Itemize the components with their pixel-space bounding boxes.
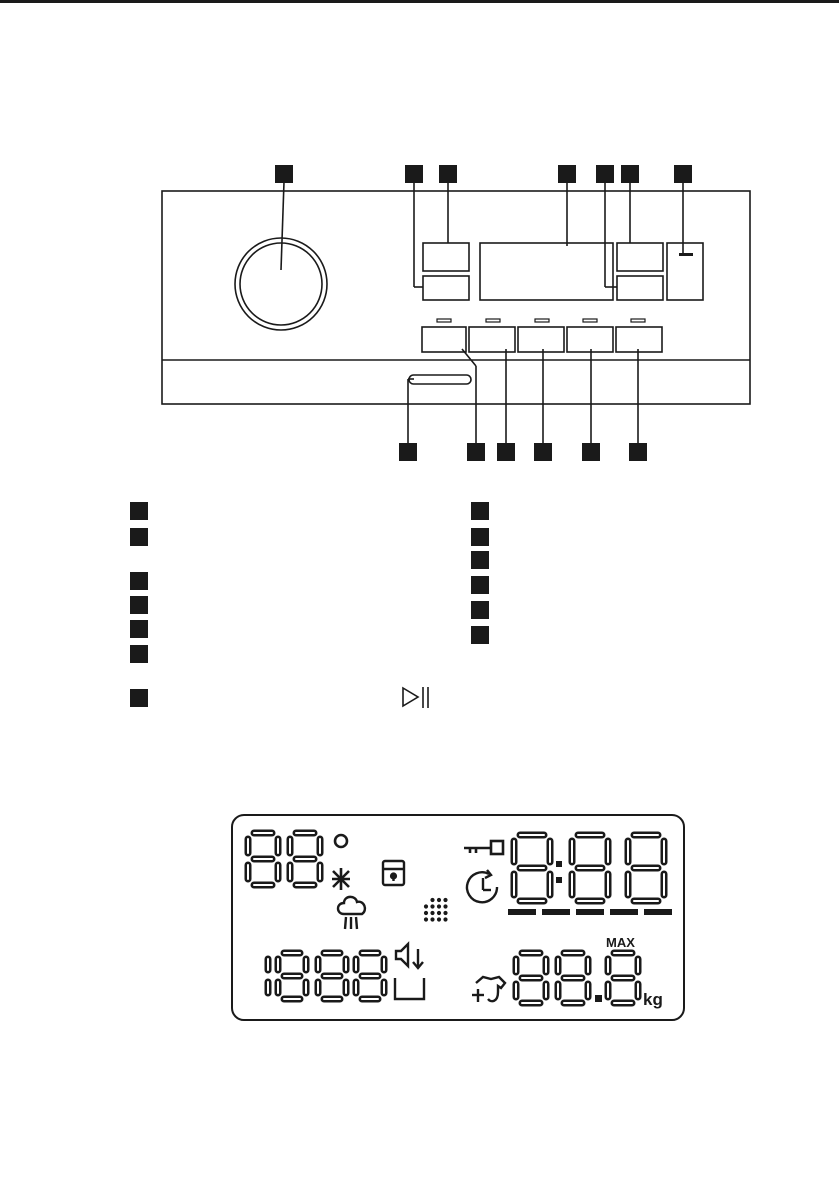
dot <box>443 898 447 902</box>
time-digit <box>514 835 550 901</box>
dot <box>443 917 447 921</box>
dot <box>424 917 428 921</box>
dot <box>424 904 428 908</box>
weight-decimal-point <box>595 995 602 1002</box>
dot <box>430 898 434 902</box>
time-digit <box>628 835 664 901</box>
delay-clock-icon <box>467 870 497 902</box>
no-spin-icon <box>395 978 424 999</box>
cold-wash-icon <box>332 868 350 890</box>
child-lock-key-icon <box>464 841 503 854</box>
dot <box>430 911 434 915</box>
weight-unit-label: kg <box>643 990 663 1009</box>
weight-digit <box>608 953 638 1003</box>
dot <box>430 904 434 908</box>
temperature-digit <box>290 833 320 885</box>
time-colon-lower <box>556 877 562 883</box>
degree-icon <box>335 835 347 847</box>
dot <box>443 911 447 915</box>
dot <box>437 898 441 902</box>
door-lock-icon <box>383 861 404 885</box>
dot <box>430 917 434 921</box>
temperature-digit <box>248 833 278 885</box>
rinse-hold-icon <box>396 944 423 968</box>
weight-digit <box>558 953 588 1003</box>
dots-icon <box>424 898 448 922</box>
weight-digit <box>516 953 546 1003</box>
dot <box>437 904 441 908</box>
spin-digit <box>318 953 346 999</box>
spin-digit <box>356 953 384 999</box>
dot <box>424 911 428 915</box>
time-colon-upper <box>556 861 562 867</box>
dot <box>437 917 441 921</box>
load-garment-icon <box>472 977 505 1002</box>
time-digit <box>572 835 608 901</box>
progress-bars <box>508 909 672 915</box>
dot <box>437 911 441 915</box>
steam-icon <box>338 897 365 929</box>
spin-digit <box>278 953 306 999</box>
max-label: MAX <box>606 935 635 950</box>
dot <box>443 904 447 908</box>
